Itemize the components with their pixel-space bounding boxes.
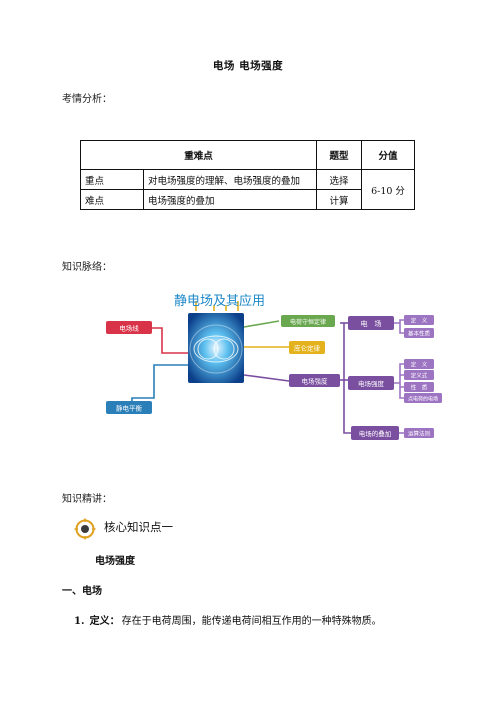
analysis-label: 考情分析： <box>62 94 112 105</box>
item-text: 存在于电荷周围，能传递电荷间相互作用的一种特殊物质。 <box>121 616 382 627</box>
score-cell: 6-10 分 <box>361 169 415 210</box>
item-label: 定义： <box>89 616 120 627</box>
node-electric-field: 电 场 <box>361 319 382 328</box>
row-kind: 难点 <box>80 189 144 210</box>
leaf-definition: 定 义 <box>411 317 428 325</box>
node-field-strength: 电场强度 <box>358 379 385 388</box>
electric-field-image <box>188 313 244 383</box>
section-heading: 一、电场 <box>62 586 102 597</box>
node-charge-conservation: 电荷守恒定律 <box>290 318 326 326</box>
table-row: 重点 对电场强度的理解、电场强度的叠加 选择 6-10 分 <box>80 169 415 210</box>
table-row: 难点 电场强度的叠加 计算 <box>80 189 415 210</box>
target-icon <box>74 518 96 540</box>
definition-item: 1. 定义：存在于电荷周围，能传递电荷间相互作用的一种特殊物质。 <box>74 612 382 627</box>
node-field-strength-mid: 电场强度 <box>302 377 329 386</box>
row-type: 选择 <box>316 169 362 190</box>
doc-title: 电场 电场强度 <box>212 60 284 72</box>
row-type: 计算 <box>316 189 362 210</box>
leaf-basic-property: 基本性质 <box>408 330 431 338</box>
header-question-type: 题型 <box>316 140 362 170</box>
leaf-operation-rule: 运算法则 <box>408 430 430 438</box>
node-electrostatic-equilibrium: 静电平衡 <box>116 404 143 413</box>
row-kind: 重点 <box>80 169 144 190</box>
row-content: 电场强度的叠加 <box>143 189 317 210</box>
node-coulomb-law: 库仑定律 <box>294 344 321 353</box>
node-field-superposition: 电场的叠加 <box>359 429 392 438</box>
leaf-nature: 性 质 <box>411 384 428 392</box>
central-title: 静电场及其应用 <box>174 293 265 309</box>
knowledge-label: 知识脉络： <box>62 262 112 273</box>
section-subtitle: 电场强度 <box>95 556 135 567</box>
explain-label: 知识精讲： <box>62 494 112 505</box>
node-field-lines: 电场线 <box>119 324 139 333</box>
header-score: 分值 <box>361 140 415 170</box>
row-content: 对电场强度的理解、电场强度的叠加 <box>143 169 317 190</box>
table-header-row: 重难点 题型 分值 <box>80 140 415 170</box>
mind-map: 静电场及其应用 电场线 静电平衡 电荷守恒定律 库仑定律 电场强度 电 场 电场… <box>106 293 442 440</box>
analysis-table: 重难点 题型 分值 重点 对电场强度的理解、电场强度的叠加 选择 6-10 分 … <box>80 140 415 210</box>
header-key-points: 重难点 <box>80 140 317 170</box>
item-number: 1. <box>74 616 85 627</box>
core-knowledge-title: 核心知识点一 <box>104 520 173 534</box>
leaf-point-charge-field: 点电荷的电场 <box>408 396 438 403</box>
leaf-formula: 定义式 <box>411 372 428 380</box>
leaf-definition-2: 定 义 <box>411 361 428 369</box>
